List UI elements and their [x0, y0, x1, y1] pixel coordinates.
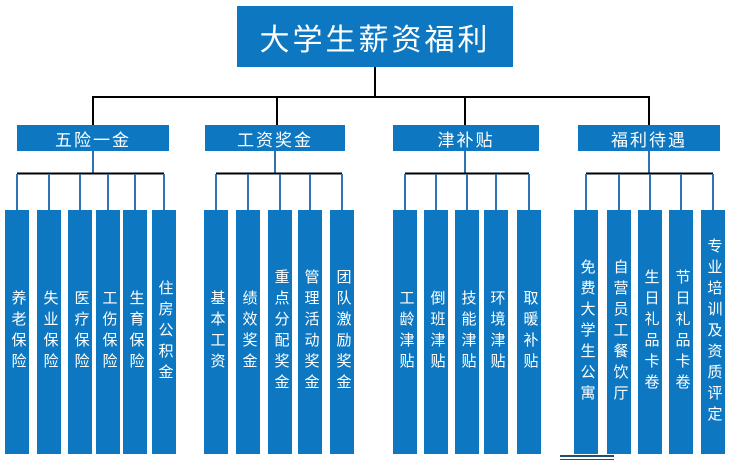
branch-fulidaiyu: 福利待遇 [578, 125, 720, 151]
leaf-label: 生育保险 [127, 290, 144, 374]
underline-mark [560, 455, 614, 460]
leaf-label: 环境津贴 [488, 290, 505, 374]
leaf-bar: 养老保险 [5, 210, 29, 454]
leaf-bar: 绩效奖金 [236, 210, 260, 454]
leaf-bar: 自营员工餐饮厅 [607, 210, 631, 454]
leaf-label: 团队激励奖金 [334, 269, 351, 395]
leaf-label: 专业培训及资质评定 [705, 237, 722, 427]
branch-label: 福利待遇 [611, 130, 687, 150]
leaf-label: 免费大学生公寓 [578, 258, 595, 406]
leaf-label: 倒班津贴 [428, 290, 445, 374]
chart-title-box: 大学生薪资福利 [237, 6, 513, 67]
leaf-bar: 节日礼品卡卷 [669, 210, 693, 454]
leaf-label: 技能津贴 [459, 290, 476, 374]
leaf-label: 绩效奖金 [240, 290, 257, 374]
leaf-bar: 倒班津贴 [424, 210, 448, 454]
leaf-label: 基本工资 [208, 290, 225, 374]
leaf-bar: 基本工资 [204, 210, 228, 454]
leaf-bar: 技能津贴 [455, 210, 479, 454]
leaf-bar: 免费大学生公寓 [574, 210, 598, 454]
branch-gongzijiangjin: 工资奖金 [205, 125, 345, 151]
branch-label: 工资奖金 [237, 130, 313, 150]
chart-title: 大学生薪资福利 [259, 23, 491, 57]
leaf-bar: 工伤保险 [96, 210, 120, 454]
leaf-bar: 环境津贴 [484, 210, 508, 454]
leaf-label: 住房公积金 [156, 279, 173, 385]
leaf-label: 养老保险 [9, 290, 26, 374]
leaf-bar: 团队激励奖金 [330, 210, 354, 454]
leaf-bar: 住房公积金 [152, 210, 176, 454]
leaf-label: 生日礼品卡卷 [642, 269, 659, 395]
leaf-bar: 工龄津贴 [393, 210, 417, 454]
branch-jinbutie: 津补贴 [393, 125, 539, 151]
leaf-bar: 生日礼品卡卷 [638, 210, 662, 454]
leaf-label: 自营员工餐饮厅 [611, 258, 628, 406]
leaf-bar: 专业培训及资质评定 [701, 210, 725, 454]
leaf-label: 工伤保险 [100, 290, 117, 374]
branch-label: 津补贴 [437, 130, 495, 150]
leaf-label: 工龄津贴 [397, 290, 414, 374]
leaf-label: 失业保险 [41, 290, 58, 374]
leaf-label: 重点分配奖金 [272, 269, 289, 395]
branch-wuxianyijin: 五险一金 [17, 125, 169, 151]
leaf-label: 医疗保险 [72, 290, 89, 374]
leaf-bar: 重点分配奖金 [268, 210, 292, 454]
leaf-bar: 取暖补贴 [517, 210, 541, 454]
leaf-bar: 医疗保险 [68, 210, 92, 454]
branch-label: 五险一金 [55, 130, 131, 150]
leaf-bar: 生育保险 [123, 210, 147, 454]
leaf-label: 管理活动奖金 [302, 269, 319, 395]
leaf-label: 节日礼品卡卷 [673, 269, 690, 395]
leaf-bar: 失业保险 [37, 210, 61, 454]
leaf-bar: 管理活动奖金 [298, 210, 322, 454]
leaf-label: 取暖补贴 [521, 290, 538, 374]
